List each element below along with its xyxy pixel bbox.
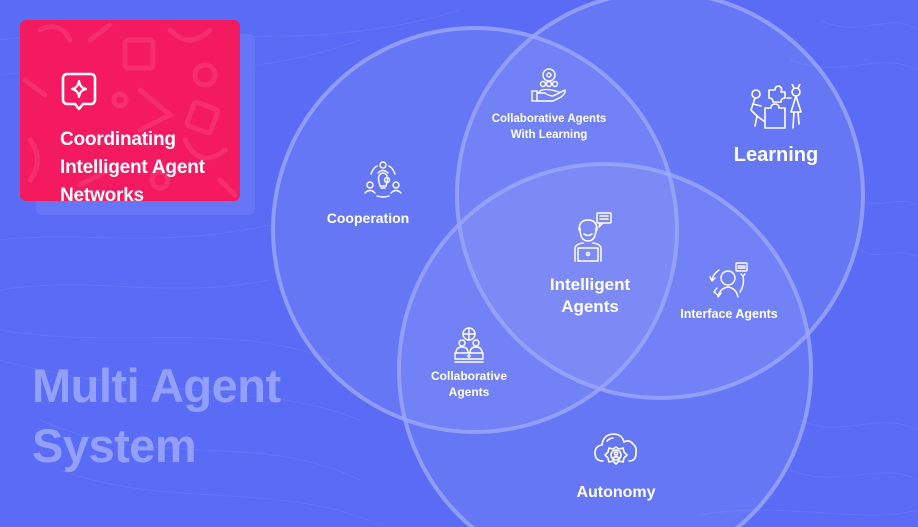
title-card: Coordinating Intelligent Agent Networks (20, 20, 240, 201)
kids-puzzle-icon (747, 84, 805, 132)
sparkle-chat-icon (61, 72, 97, 111)
globe-meeting-desk-icon (454, 327, 484, 363)
headline-line-2: System (32, 419, 197, 472)
label-collaborative-agents: Collaborative Agents (431, 368, 507, 400)
card-title-line-2: Intelligent Agent (60, 157, 205, 178)
label-line-1: Collaborative Agents (491, 113, 607, 125)
label-line-1: Intelligent (549, 275, 631, 294)
cloud-gear-user-icon (593, 431, 639, 475)
circle-autonomy (399, 164, 811, 527)
label-interface-agents: Interface Agents (680, 307, 778, 321)
card-title: Coordinating Intelligent Agent Networks (60, 126, 240, 201)
label-line-1: Collaborative (430, 369, 508, 383)
circle-learning (457, 0, 863, 398)
label-learning: Learning (733, 144, 819, 166)
label-intelligent-agents: Intelligent Agents (550, 274, 630, 318)
venn-circle-fills (273, 0, 863, 527)
label-line-2: Agents (448, 385, 490, 399)
headline-line-1: Multi Agent (32, 359, 281, 412)
label-collaborative-agents-with-learning: Collaborative Agents With Learning (492, 111, 607, 143)
hand-team-gear-icon (531, 68, 567, 104)
headline: Multi Agent System (32, 356, 352, 476)
card-pattern (22, 22, 238, 198)
support-agent-chat-icon (709, 262, 749, 300)
person-laptop-chat-icon (571, 212, 613, 264)
venn-circle-outlines (271, 0, 865, 527)
team-idea-cycle-icon (363, 160, 403, 198)
circle-cooperation (273, 28, 677, 432)
label-autonomy: Autonomy (576, 484, 656, 501)
card-title-line-1: Coordinating (60, 129, 176, 150)
label-cooperation: Cooperation (326, 210, 410, 226)
card-title-line-3: Networks (60, 185, 144, 201)
label-line-2: Agents (561, 297, 619, 316)
label-line-2: With Learning (510, 129, 588, 141)
